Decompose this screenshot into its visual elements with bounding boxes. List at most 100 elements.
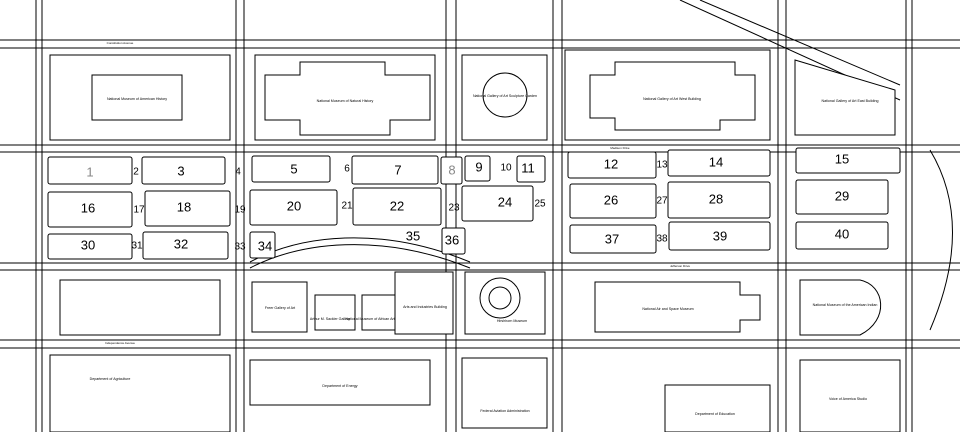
plot-15[interactable] <box>795 147 901 174</box>
plot-39[interactable] <box>668 221 771 251</box>
building-arts-industries[interactable] <box>394 271 454 335</box>
plot-1[interactable] <box>47 156 133 185</box>
plot-3[interactable] <box>141 156 226 185</box>
plot-number-36: 36 <box>445 232 459 247</box>
plot-number-4: 4 <box>235 167 241 178</box>
plot-22[interactable] <box>352 187 442 226</box>
label-freer: Freer Gallery of Art <box>265 306 295 310</box>
label-air-space: National Air and Space Museum <box>642 307 693 311</box>
plot-number-29: 29 <box>835 188 849 203</box>
plot-number-12: 12 <box>604 156 618 171</box>
street-label-constitution: Constitution Avenue <box>107 41 134 45</box>
plot-number-19: 19 <box>234 205 246 216</box>
plot-number-3: 3 <box>177 163 184 178</box>
building-freer[interactable] <box>251 281 308 333</box>
plot-number-34: 34 <box>258 238 272 253</box>
plot-number-30: 30 <box>81 237 95 252</box>
street-label-independence: Independence Avenue <box>105 341 135 345</box>
plot-8[interactable] <box>440 156 463 185</box>
plot-number-15: 15 <box>835 151 849 166</box>
plot-number-25: 25 <box>534 199 546 210</box>
plot-5[interactable] <box>251 155 331 183</box>
plot-16[interactable] <box>47 191 133 228</box>
building-american-history[interactable] <box>91 74 183 121</box>
plot-number-14: 14 <box>709 154 723 169</box>
label-sackler: Arthur M. Sackler Gallery <box>310 317 350 321</box>
plot-number-7: 7 <box>394 162 401 177</box>
plot-9[interactable] <box>464 155 491 182</box>
plot-number-32: 32 <box>174 236 188 251</box>
plot-number-28: 28 <box>709 191 723 206</box>
plot-12[interactable] <box>567 151 657 179</box>
plot-18[interactable] <box>144 190 231 227</box>
label-west-building: National Gallery of Art West Building <box>643 97 701 101</box>
street-label-madison: Madison Drive <box>610 146 630 150</box>
label-agriculture: Department of Agriculture <box>90 377 131 381</box>
building-hirshhorn[interactable] <box>479 277 521 319</box>
label-american-history: National Museum of American History <box>107 97 167 101</box>
plot-number-9: 9 <box>475 159 482 174</box>
plot-number-20: 20 <box>287 198 301 213</box>
building-natural-history[interactable] <box>264 61 431 136</box>
plot-number-40: 40 <box>835 226 849 241</box>
plot-boxes <box>47 147 901 260</box>
plot-number-22: 22 <box>390 198 404 213</box>
building-voa[interactable] <box>799 359 901 432</box>
plot-7[interactable] <box>351 155 439 185</box>
label-education: Department of Education <box>695 412 735 416</box>
plot-number-27: 27 <box>656 196 668 207</box>
building-air-space[interactable] <box>594 281 761 333</box>
label-arts-industries: Arts and Industries Building <box>403 305 447 309</box>
building-energy[interactable] <box>249 359 431 406</box>
plot-number-35: 35 <box>406 228 420 243</box>
plot-number-31: 31 <box>131 241 143 252</box>
plot-34[interactable] <box>249 231 276 259</box>
plot-14[interactable] <box>667 149 771 177</box>
building-sackler[interactable] <box>314 294 356 331</box>
plot-number-1: 1 <box>86 164 93 179</box>
plot-number-2: 2 <box>133 167 139 178</box>
label-african-art: National Museum of African Art <box>345 317 394 321</box>
plot-number-37: 37 <box>605 231 619 246</box>
plot-number-13: 13 <box>656 160 668 171</box>
building-faa[interactable] <box>461 357 548 429</box>
plot-32[interactable] <box>142 231 229 260</box>
building-east-building[interactable] <box>794 59 896 136</box>
plot-number-26: 26 <box>604 192 618 207</box>
plot-number-16: 16 <box>81 200 95 215</box>
label-hirshhorn: Hirshhorn Museum <box>497 319 527 323</box>
street-label-jefferson: Jefferson Drive <box>670 264 690 268</box>
label-sculpture-garden: National Gallery of Art Sculpture Garden <box>473 94 537 98</box>
plot-number-11: 11 <box>521 160 535 175</box>
plot-number-33: 33 <box>234 242 246 253</box>
plot-number-17: 17 <box>133 205 145 216</box>
plot-24[interactable] <box>461 185 534 222</box>
buildings: National Museum of American History Nati… <box>49 49 901 432</box>
plot-number-38: 38 <box>656 234 668 245</box>
label-east-building: National Gallery of Art East Building <box>822 99 879 103</box>
building-west-building[interactable] <box>589 61 756 131</box>
building-american-indian[interactable] <box>799 279 882 336</box>
plot-26[interactable] <box>569 183 657 219</box>
label-voa: Voice of America Studio <box>829 397 867 401</box>
plot-29[interactable] <box>795 179 889 215</box>
building-education[interactable] <box>664 384 771 432</box>
label-american-indian: National Museum of the American Indian <box>813 303 878 307</box>
plot-36[interactable] <box>441 227 466 255</box>
plot-number-8: 8 <box>448 162 455 177</box>
plot-20[interactable] <box>249 189 338 226</box>
plot-37[interactable] <box>569 224 657 254</box>
plot-number-39: 39 <box>713 228 727 243</box>
plot-40[interactable] <box>795 221 889 250</box>
label-faa: Federal Aviation Administration <box>480 409 529 413</box>
building-agriculture[interactable] <box>59 279 221 336</box>
plot-28[interactable] <box>667 181 771 219</box>
plot-11[interactable] <box>516 155 546 183</box>
plot-number-5: 5 <box>290 161 297 176</box>
label-energy: Department of Energy <box>322 384 357 388</box>
plot-number-24: 24 <box>498 194 512 209</box>
plot-30[interactable] <box>47 233 133 260</box>
